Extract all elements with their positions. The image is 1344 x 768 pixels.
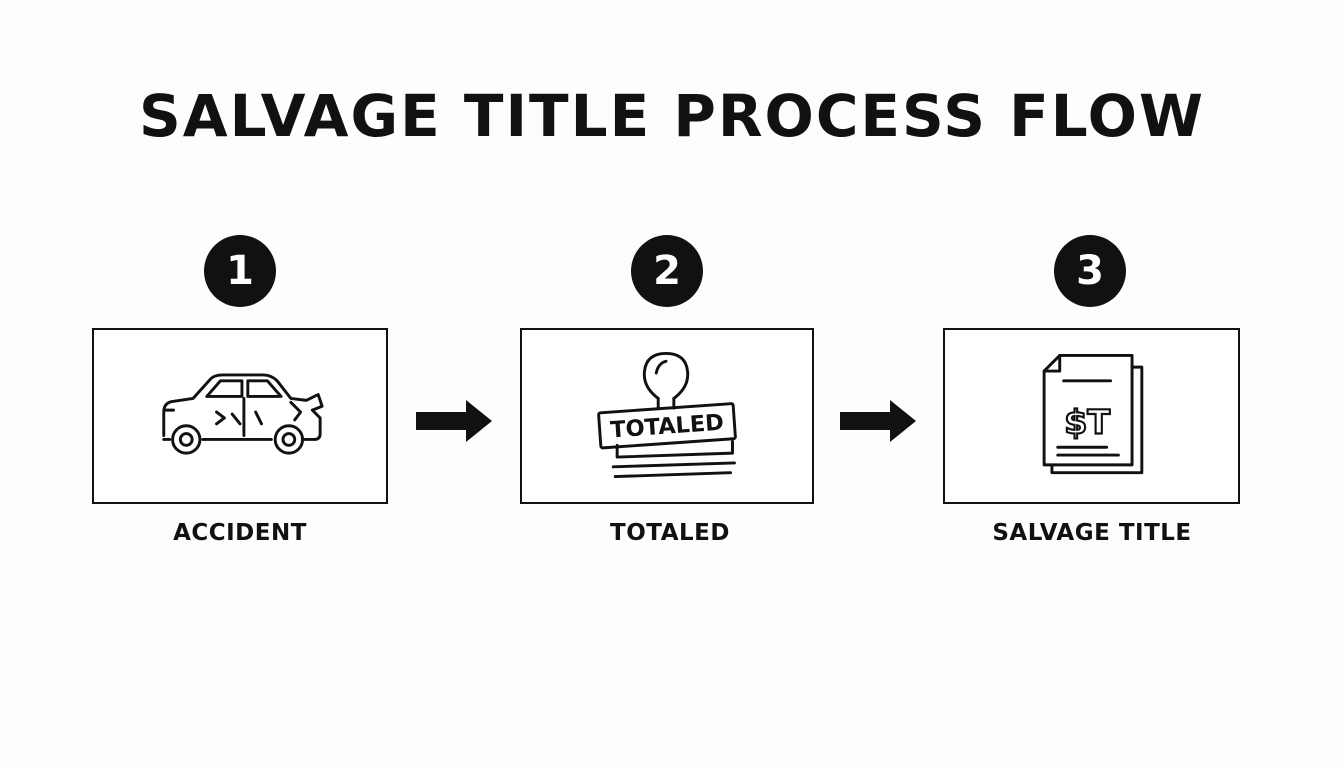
step-2-box: TOTALED	[520, 328, 814, 504]
step-1-label: ACCIDENT	[173, 520, 307, 546]
crashed-car-icon	[162, 373, 324, 455]
step-1-box	[92, 328, 388, 504]
step-3-label: SALVAGE TITLE	[992, 520, 1192, 546]
totaled-stamp-icon: TOTALED	[597, 351, 737, 479]
step-1-number-badge: 1	[204, 235, 276, 307]
document-symbol-text: $T	[1064, 403, 1110, 442]
arrow-right-icon	[416, 400, 492, 442]
step-2-label: TOTALED	[610, 520, 730, 546]
stamp-text: TOTALED	[609, 410, 724, 444]
step-3-number-badge: 3	[1054, 235, 1126, 307]
title-document-icon: $T	[1042, 353, 1144, 475]
arrow-right-icon	[840, 400, 916, 442]
diagram-title: SALVAGE TITLE PROCESS FLOW	[139, 82, 1205, 150]
step-2-number-badge: 2	[631, 235, 703, 307]
step-3-box: $T	[943, 328, 1240, 504]
